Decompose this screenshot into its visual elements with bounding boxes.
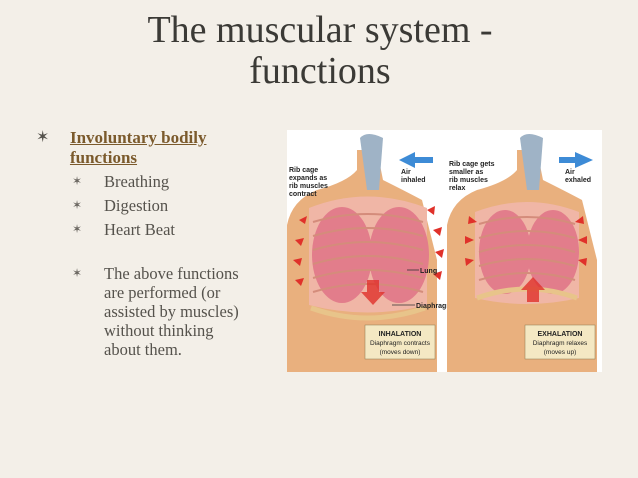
sub-bullet: ✶ Digestion <box>72 196 266 215</box>
star-bullet-icon: ✶ <box>72 266 83 280</box>
diaphragm-arrow-left <box>361 280 385 305</box>
main-bullet: ✶ Involuntary bodily functions <box>36 128 266 168</box>
rib-arrows-left <box>293 206 444 286</box>
slide-title: The muscular system - functions <box>40 10 600 92</box>
sub-bullet-list: ✶ Breathing ✶ Digestion ✶ Heart Beat ✶ T… <box>72 172 266 359</box>
trachea-right <box>520 134 543 190</box>
star-bullet-icon: ✶ <box>72 198 83 212</box>
rib-lines-right <box>478 216 576 281</box>
sub-bullet-note: ✶ The above functions are performed (or … <box>72 264 266 359</box>
title-line-2: functions <box>249 50 391 92</box>
bullet-list: ✶ Involuntary bodily functions ✶ Breathi… <box>36 128 266 364</box>
air-out-arrow <box>559 152 593 168</box>
diaphragm-label: Diaphragm <box>416 303 453 310</box>
inhalation-line2: (moves down) <box>380 349 421 356</box>
diaphragm-left <box>310 305 426 321</box>
main-bullet-text: Involuntary bodily functions <box>69 128 207 167</box>
note-text: The above functions are performed (or as… <box>104 264 239 359</box>
rib-arrows-right <box>465 216 587 266</box>
diaphragm-arrow-right <box>521 277 545 302</box>
title-line-1: The muscular system - <box>147 9 493 51</box>
trachea-left <box>360 134 383 190</box>
sub-bullet: ✶ Breathing <box>72 172 266 191</box>
star-bullet-icon: ✶ <box>72 174 83 188</box>
sub-bullet-text: Digestion <box>104 196 169 215</box>
air-in-arrow <box>399 152 433 168</box>
sub-bullet-text: Heart Beat <box>104 220 176 239</box>
star-bullet-icon: ✶ <box>36 129 50 146</box>
lung-label: Lung <box>420 268 437 275</box>
inhalation-line1: Diaphragm contracts <box>370 340 431 347</box>
sub-bullet: ✶ Heart Beat <box>72 220 266 239</box>
exhalation-box <box>524 324 596 360</box>
exhalation-line2: (moves up) <box>544 349 577 356</box>
inhalation-box <box>364 324 436 360</box>
star-bullet-icon: ✶ <box>72 222 83 236</box>
sub-bullet-text: Breathing <box>104 172 170 191</box>
lung-left-b <box>369 207 429 303</box>
exhalation-line1: Diaphragm relaxes <box>533 340 588 347</box>
exhalation-title: EXHALATION <box>538 331 583 338</box>
inhalation-title: INHALATION <box>379 331 422 338</box>
lung-left-a <box>312 207 372 303</box>
